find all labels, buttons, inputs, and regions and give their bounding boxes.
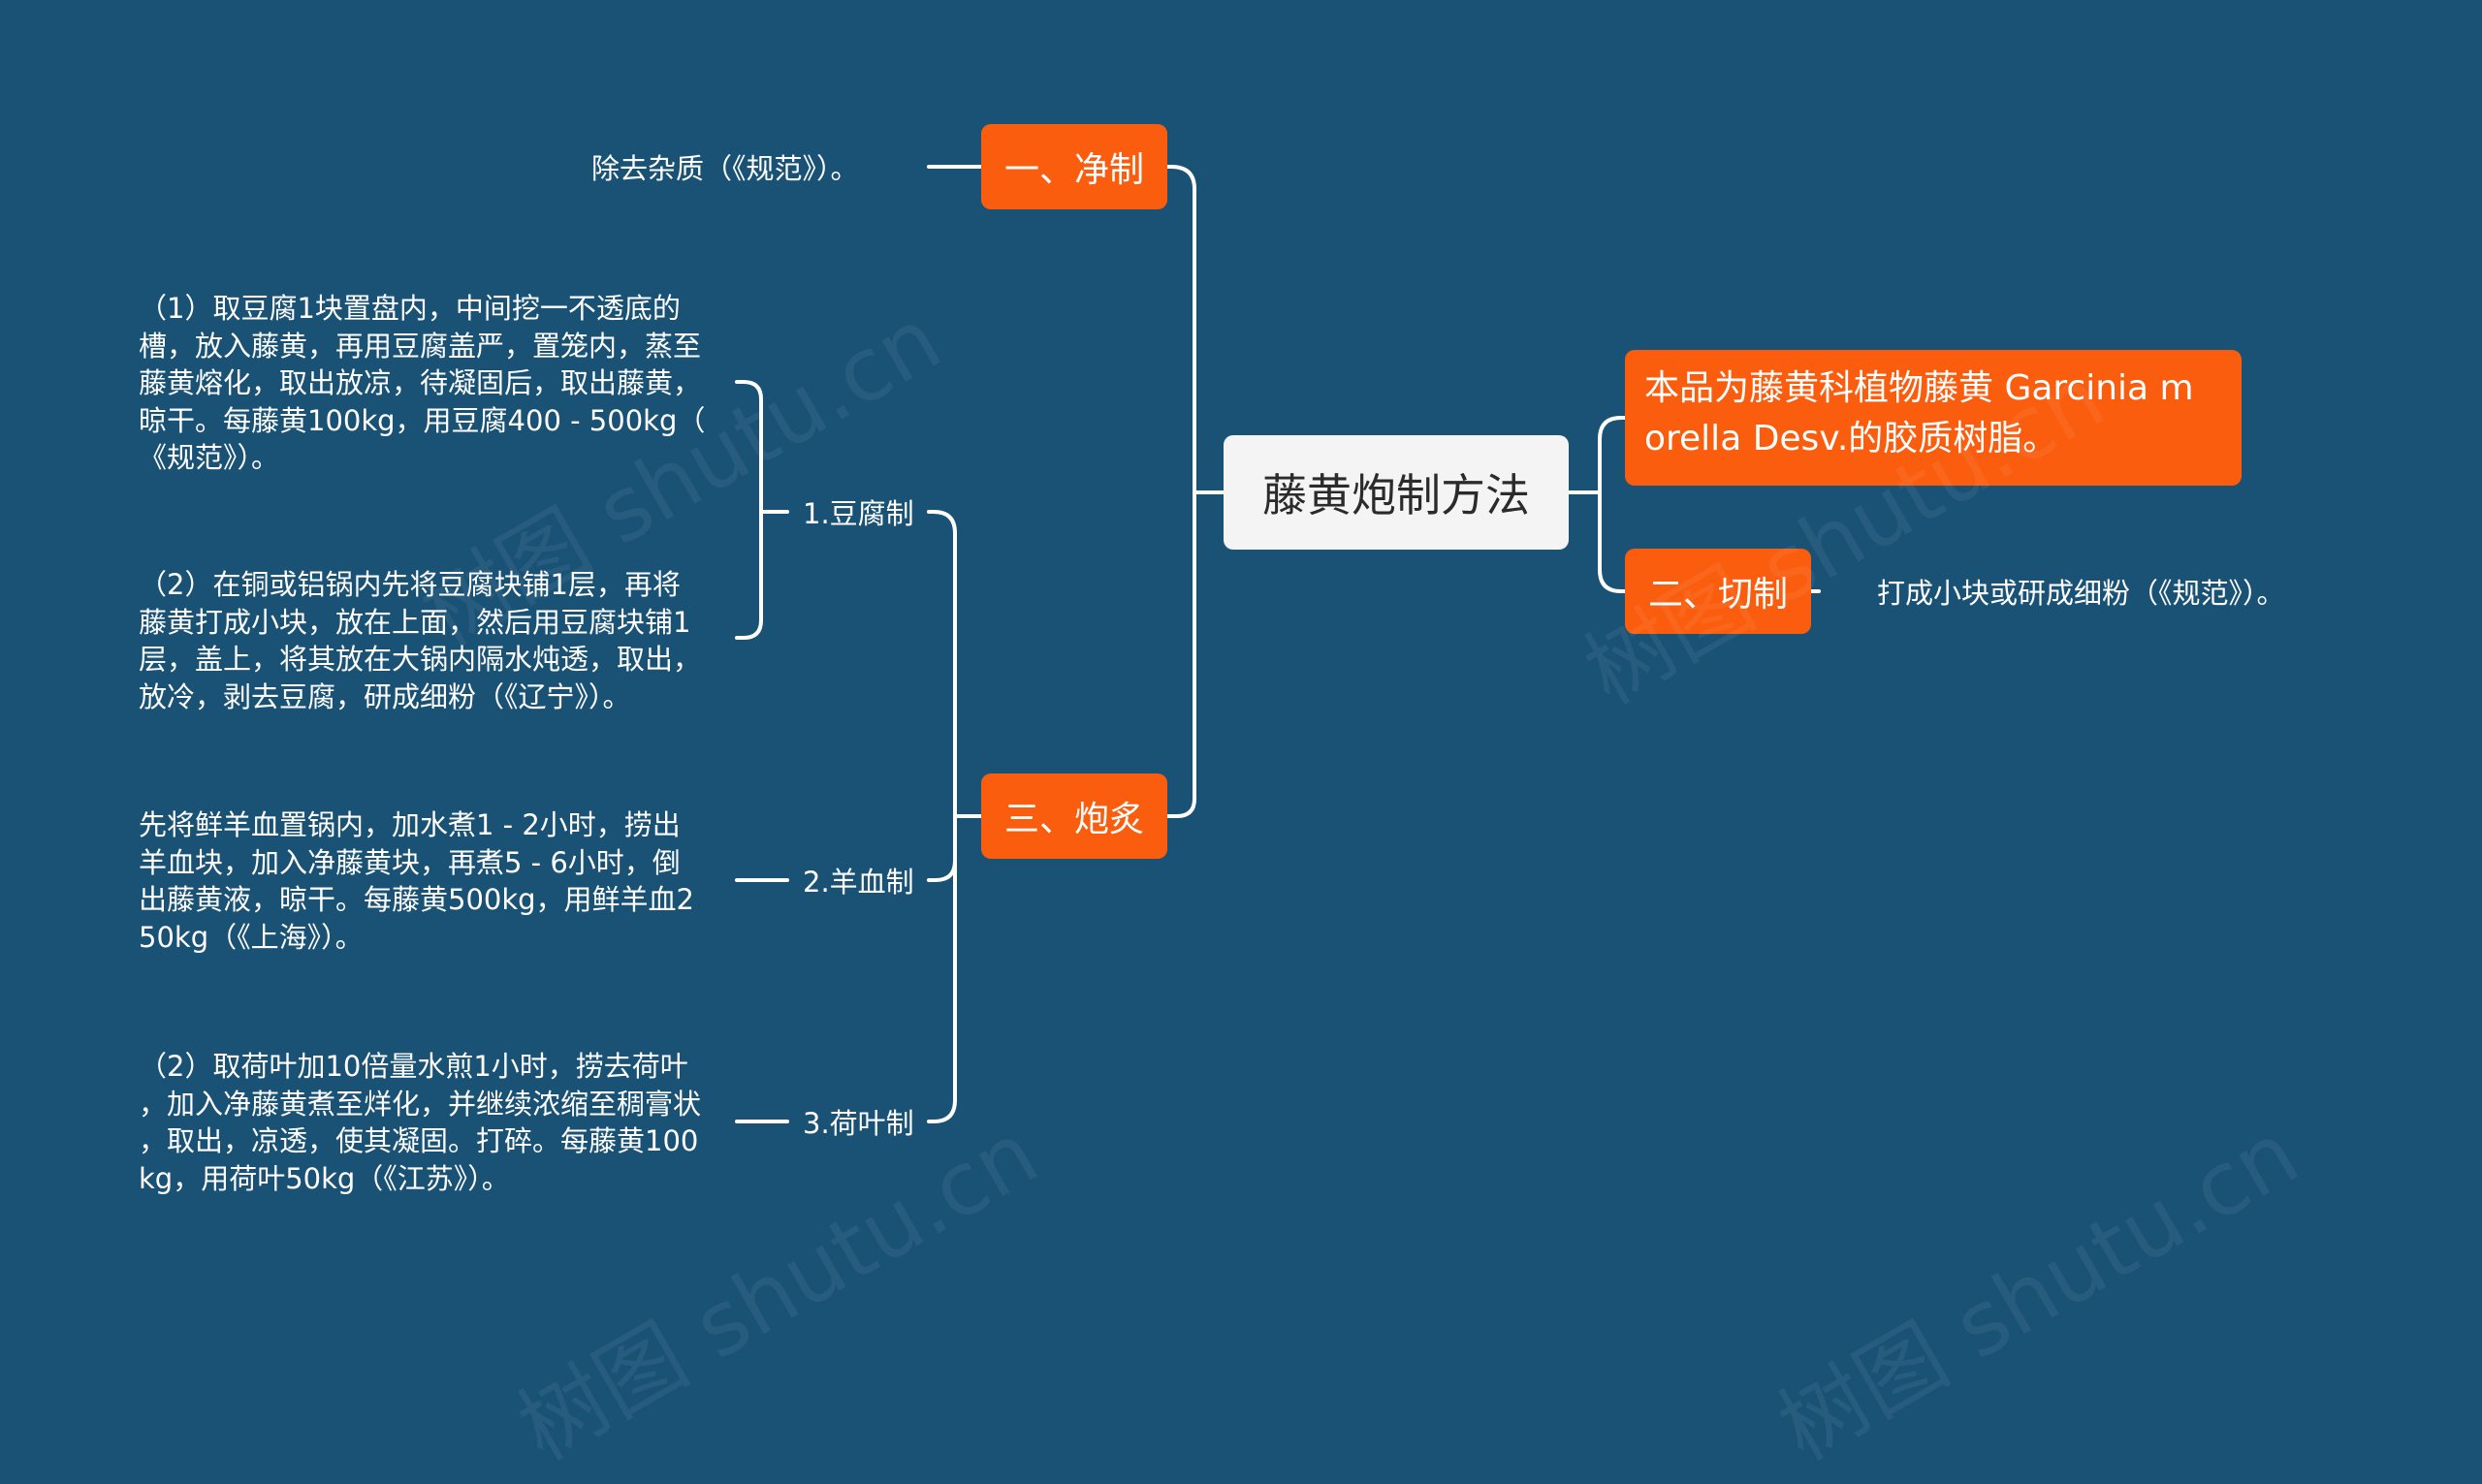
connector-doufu-detail2 <box>735 618 763 640</box>
branch-paozhi[interactable]: 三、炮炙 <box>981 774 1167 859</box>
connector-paozhi-methods <box>953 531 983 1102</box>
method-doufu[interactable]: 1.豆腐制 <box>803 490 914 533</box>
connector-paozhi-heye <box>927 1098 957 1123</box>
doufu-detail-1: （1）取豆腐1块置盘内，中间挖一不透底的 槽，放入藤黄，再用豆腐盖严，置笼内，蒸… <box>139 292 706 474</box>
doufu-detail-2: （2）在铜或铝锅内先将豆腐块铺1层，再将 藤黄打成小块，放在上面，然后用豆腐块铺… <box>139 568 702 713</box>
jingzhi-detail: 除去杂质（《规范》）。 <box>591 145 859 188</box>
heye-detail: （2）取荷叶加10倍量水煎1小时，捞去荷叶 ，加入净藤黄煮至烊化，并继续浓缩至稠… <box>139 1050 702 1195</box>
connector-paozhi-yangxue <box>927 859 957 882</box>
method-yangxue-label: 2.羊血制 <box>803 866 914 899</box>
connector-doufu-details <box>759 397 789 622</box>
method-heye-label: 3.荷叶制 <box>803 1107 914 1140</box>
connector-root-jingzhi <box>1165 165 1196 191</box>
intro-text: 本品为藤黄科植物藤黄 Garcinia m orella Desv.的胶质树脂。 <box>1644 368 2194 458</box>
branch-jingzhi-label: 一、净制 <box>1003 150 1144 190</box>
jingzhi-detail-text: 除去杂质（《规范》）。 <box>591 152 859 185</box>
connector-paozhi-doufu <box>927 510 957 535</box>
mind-map-canvas: 藤黄炮制方法 本品为藤黄科植物藤黄 Garcinia m orella Desv… <box>139 124 2315 1480</box>
branch-qiezhi[interactable]: 二、切制 <box>1625 549 1811 634</box>
connector-root-right <box>1567 437 1602 572</box>
connector-root-qiezhi <box>1598 568 1627 593</box>
connector-root-left <box>1193 187 1225 801</box>
connector-root-paozhi <box>1165 797 1196 818</box>
method-yangxue[interactable]: 2.羊血制 <box>803 859 914 901</box>
root-node[interactable]: 藤黄炮制方法 <box>1224 435 1569 550</box>
yangxue-detail: 先将鲜羊血置锅内，加水煮1 - 2小时，捞出 羊血块，加入净藤黄块，再煮5 - … <box>139 808 695 954</box>
qiezhi-detail: 打成小块或研成细粉（《规范》）。 <box>1877 570 2285 613</box>
branch-paozhi-label: 三、炮炙 <box>1003 800 1144 839</box>
branch-qiezhi-label: 二、切制 <box>1647 575 1788 615</box>
method-heye[interactable]: 3.荷叶制 <box>803 1100 914 1143</box>
connector-root-intro <box>1598 416 1627 441</box>
branch-jingzhi[interactable]: 一、净制 <box>981 124 1167 209</box>
root-label: 藤黄炮制方法 <box>1262 469 1530 521</box>
connector-doufu-detail1 <box>735 380 763 401</box>
method-doufu-label: 1.豆腐制 <box>803 497 914 530</box>
connector-lines <box>735 165 1821 1123</box>
qiezhi-detail-text: 打成小块或研成细粉（《规范》）。 <box>1877 577 2285 610</box>
intro-node[interactable]: 本品为藤黄科植物藤黄 Garcinia m orella Desv.的胶质树脂。 <box>1625 350 2242 486</box>
